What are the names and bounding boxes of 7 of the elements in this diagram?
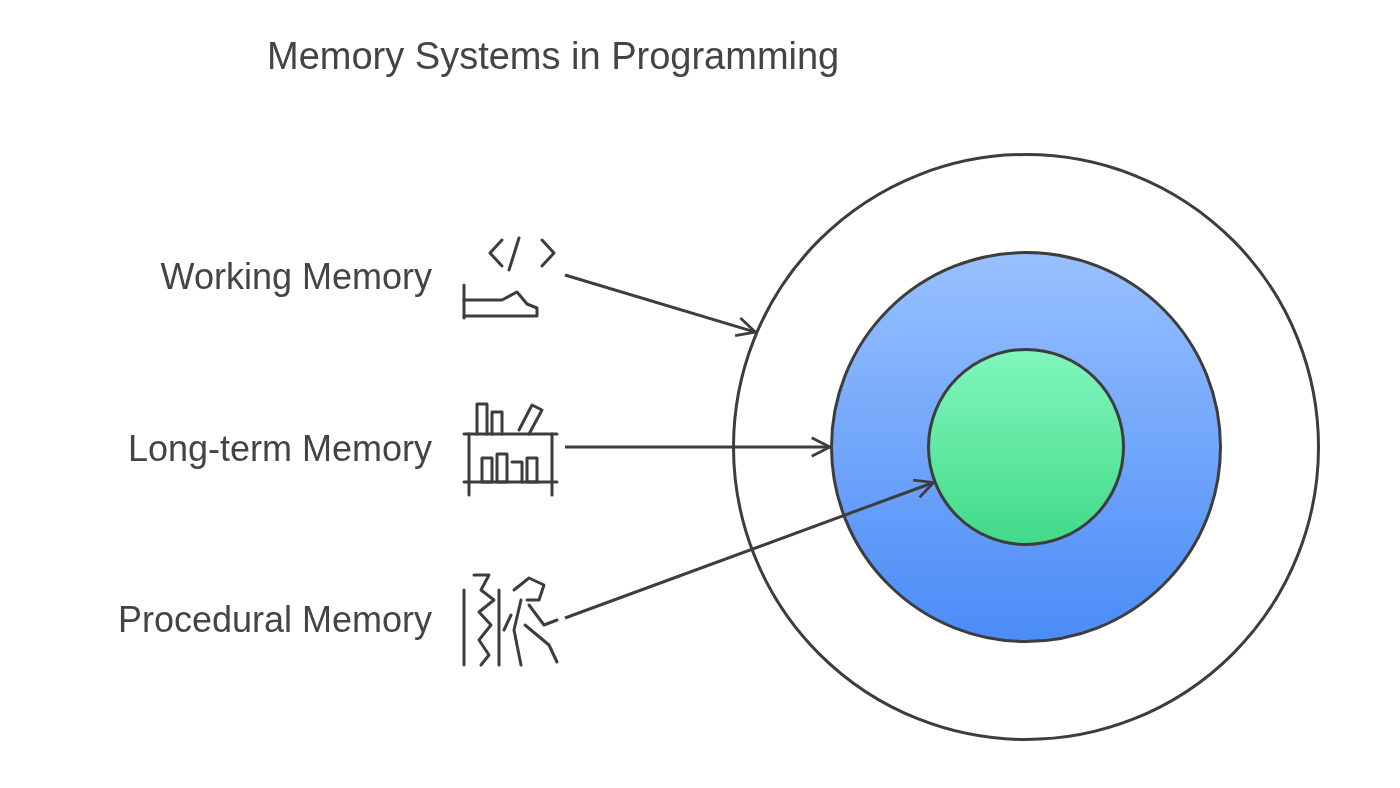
arrow: [564, 273, 757, 337]
memory-label: Procedural Memory: [117, 600, 432, 640]
diagram-title: Memory Systems in Programming: [267, 36, 840, 78]
arrow: [564, 478, 935, 620]
memory-label: Working Memory: [160, 257, 432, 297]
memory-label: Long-term Memory: [127, 429, 432, 469]
arrow: [565, 436, 832, 458]
